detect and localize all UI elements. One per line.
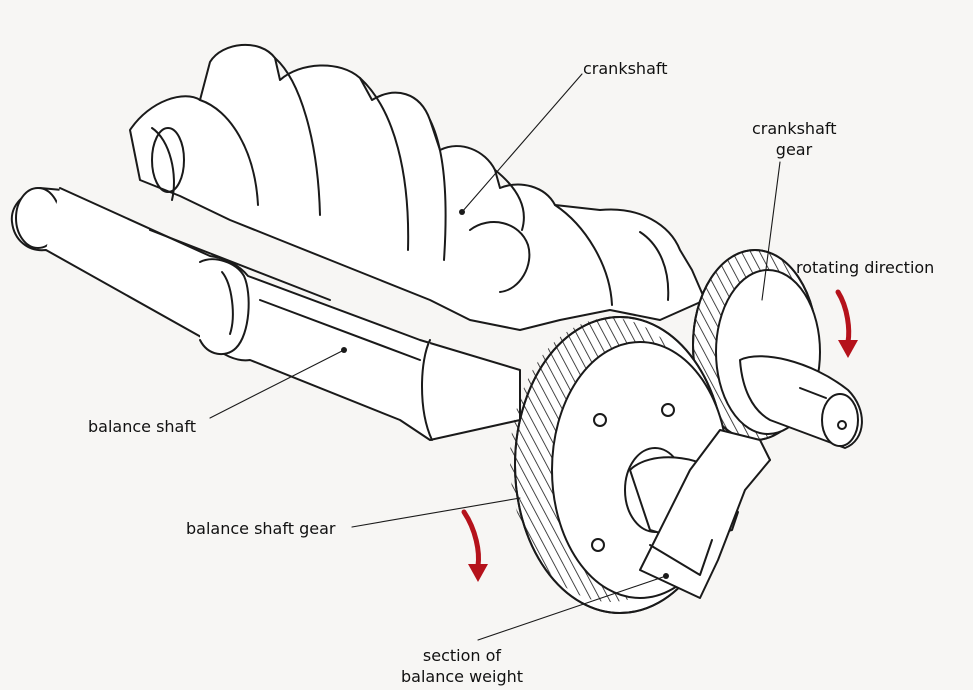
leader-lines [209, 73, 781, 641]
arrow-crankshaft-icon [835, 289, 858, 358]
balance-shaft-gear-drawing [510, 316, 771, 614]
label-crankshaft-gear-line2: gear [775, 140, 813, 159]
label-balance-weight-line1: section of [422, 646, 502, 665]
balance-shaft-drawing [10, 187, 521, 441]
label-crankshaft-gear-line1: crankshaft [752, 119, 837, 138]
label-rotating-direction: rotating direction [796, 258, 935, 277]
label-balance-shaft-gear: balance shaft gear [186, 519, 336, 538]
crankshaft-gear-drawing [692, 249, 863, 471]
crankshaft-drawing [129, 44, 706, 331]
label-crankshaft: crankshaft [583, 59, 668, 78]
label-balance-weight: section of balance weight [392, 645, 532, 687]
label-crankshaft-gear: crankshaft gear [752, 118, 837, 160]
arrow-balance-shaft-icon [461, 509, 488, 582]
label-balance-shaft: balance shaft [88, 417, 196, 436]
label-balance-weight-line2: balance weight [400, 667, 524, 686]
